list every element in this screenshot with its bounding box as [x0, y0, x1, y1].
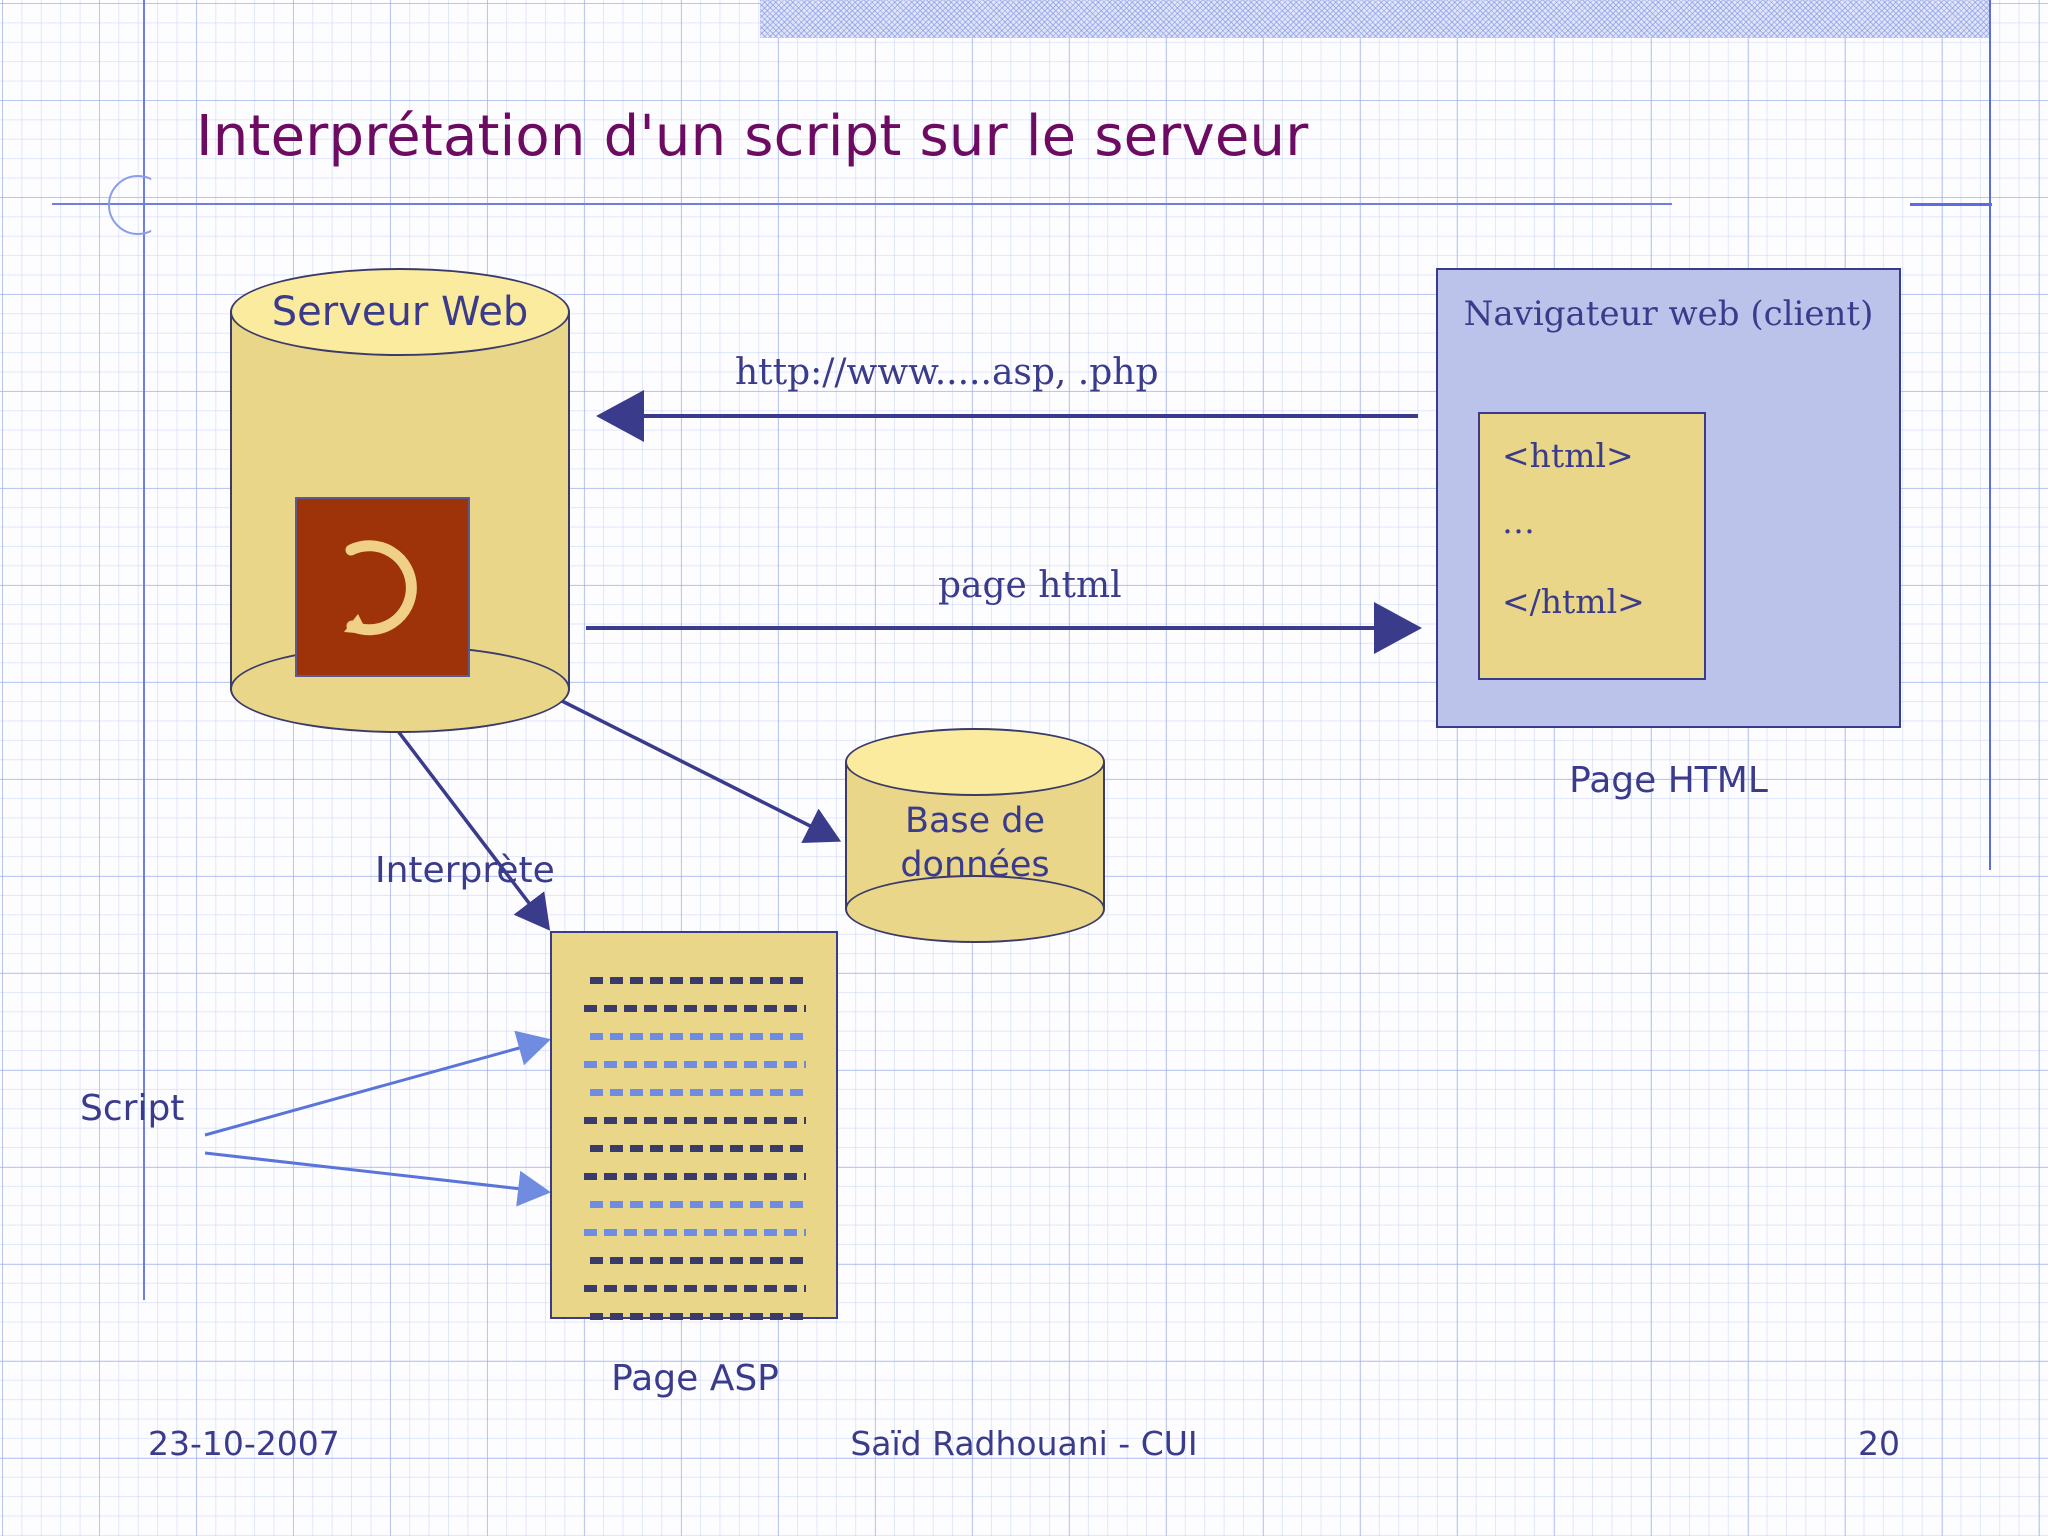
server-cylinder-top: Serveur Web [230, 268, 570, 356]
page-asp-caption: Page ASP [611, 1358, 779, 1399]
database-cylinder [845, 728, 1105, 943]
circular-arrow-glyph [343, 540, 417, 636]
asp-code-line [590, 1313, 806, 1320]
asp-code-line [584, 1005, 806, 1012]
database-label: Base de données [845, 800, 1105, 888]
asp-code-line [590, 1089, 806, 1096]
page-title: Interprétation d'un script sur le serveu… [196, 104, 1309, 169]
left-vertical-rule [143, 0, 145, 1300]
decorative-arc-icon [108, 175, 152, 235]
arrow-script-upper [204, 1030, 551, 1137]
response-label: page html [938, 565, 1122, 606]
browser-title: Navigateur web (client) [1463, 294, 1874, 334]
script-label: Script [80, 1088, 185, 1129]
asp-code-line [584, 1061, 806, 1068]
header-hatch-band [760, 0, 1991, 38]
footer-date: 23-10-2007 [148, 1424, 340, 1463]
database-label-line1: Base de [904, 801, 1046, 841]
arrow-server-to-asp [386, 716, 551, 931]
asp-code-line [590, 1201, 806, 1208]
asp-code-line [590, 977, 806, 984]
asp-code-line [590, 1145, 806, 1152]
asp-code-line [584, 1285, 806, 1292]
database-cylinder-top [845, 728, 1105, 796]
html-open-tag: <html> [1502, 436, 1634, 475]
footer-author: Saïd Radhouani - CUI [850, 1424, 1198, 1463]
title-underline-rule [52, 203, 1672, 205]
html-ellipsis: … [1502, 502, 1539, 541]
right-rule-stub [1910, 203, 1992, 206]
footer-page-number: 20 [1858, 1424, 1900, 1463]
asp-code-line [584, 1229, 806, 1236]
asp-code-line [590, 1033, 806, 1040]
slide-footer: 23-10-2007 Saïd Radhouani - CUI 20 [0, 1424, 2048, 1484]
browser-window: Navigateur web (client) <html> … </html> [1436, 268, 1901, 728]
asp-document [550, 931, 838, 1320]
arrow-server-to-database [559, 698, 842, 844]
arrow-script-lower [204, 1151, 551, 1207]
database-label-line2: données [900, 844, 1050, 885]
database-cylinder-bottom [845, 875, 1105, 943]
asp-code-line [590, 1257, 806, 1264]
asp-code-line [584, 1173, 806, 1180]
html-close-tag: </html> [1502, 582, 1645, 621]
html-code-box: <html> … </html> [1478, 412, 1706, 680]
page-html-caption: Page HTML [1569, 760, 1768, 801]
asp-code-line [584, 1117, 806, 1124]
interpreter-label: Interprète [375, 850, 555, 891]
circular-arrow-icon [295, 497, 470, 677]
right-vertical-rule [1989, 0, 1991, 870]
server-label: Serveur Web [271, 289, 529, 335]
request-url-label: http://www.....asp, .php [735, 352, 1159, 393]
